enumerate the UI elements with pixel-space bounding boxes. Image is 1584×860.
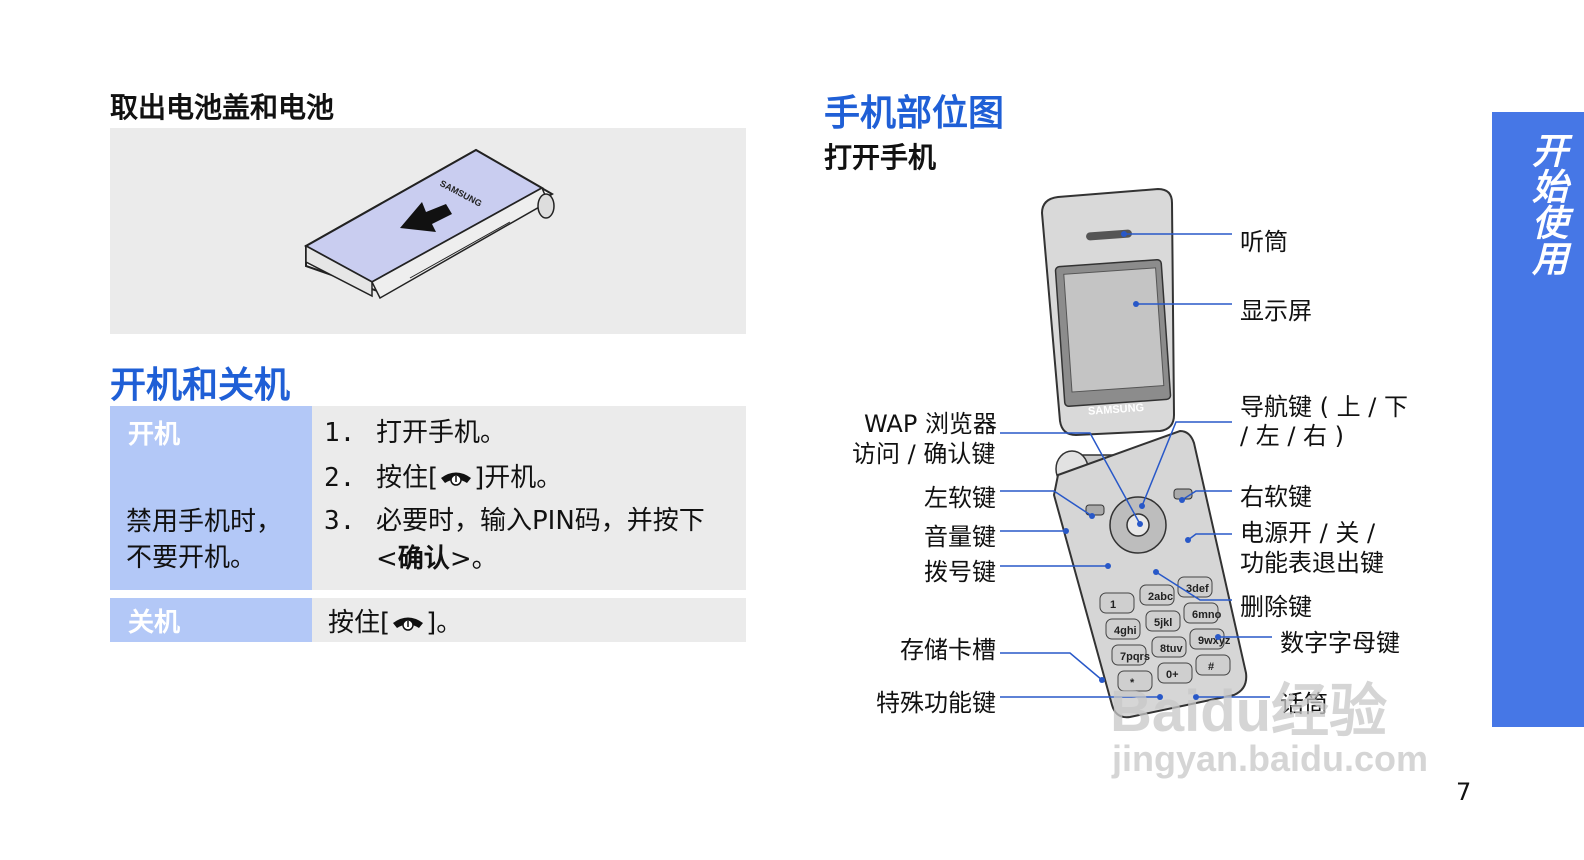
step-1-num: 1. <box>324 418 356 448</box>
power-off-post: ]。 <box>426 608 463 638</box>
power-on-title-cell: 开机 禁用手机时， 不要开机。 <box>110 406 312 590</box>
key-9: 9wxyz <box>1198 635 1231 647</box>
label-power-line1: 电源开 / 关 / <box>1240 519 1376 547</box>
power-on-steps-cell: 1. 打开手机。 2. 按住[ ]开机。 3. 必要时，输入PIN码，并按下 <确认>。 <box>312 406 746 590</box>
step-3: 3. 必要时，输入PIN码，并按下 <确认>。 <box>324 502 705 578</box>
page-number: 7 <box>1456 778 1472 806</box>
key-2: 2abc <box>1148 591 1173 603</box>
label-left-soft-key: 左软键 <box>924 484 996 512</box>
open-phone-illustration: SAMSUNG 1 2abc 3def 4ghi 5jkl 6mno 7pqrs… <box>1040 187 1248 719</box>
slide-arrow-icon <box>400 202 452 232</box>
power-on-note: 禁用手机时， 不要开机。 <box>126 504 282 576</box>
power-off-title-cell: 关机 <box>110 598 312 642</box>
key-hash: # <box>1208 661 1214 673</box>
side-tab <box>1492 112 1584 727</box>
power-on-note-line1: 禁用手机时， <box>126 507 283 537</box>
label-wap-line1: WAP 浏览器 <box>864 410 997 438</box>
side-tab-text: 开始使用 <box>1526 132 1567 276</box>
step-2-num: 2. <box>324 463 356 493</box>
key-7: 7pqrs <box>1120 651 1150 663</box>
step-3-line1: 必要时，输入PIN码，并按下 <box>376 506 705 536</box>
power-off-pre: 按住[ <box>328 608 391 638</box>
label-volume-key: 音量键 <box>924 523 996 551</box>
battery-cover-illustration: SAMSUNG <box>303 148 555 300</box>
battery-illustration-panel: SAMSUNG <box>110 128 746 334</box>
label-display: 显示屏 <box>1240 297 1312 325</box>
label-nav-line2: / 左 / 右 ) <box>1240 422 1345 450</box>
parts-heading: 手机部位图 <box>824 93 1005 134</box>
power-off-title: 关机 <box>128 608 181 638</box>
step-1: 1. 打开手机。 <box>324 412 506 449</box>
step-3-gt: >。 <box>449 544 498 574</box>
label-microphone: 话筒 <box>1280 690 1328 718</box>
power-off-cell: 按住[ ]。 <box>312 598 746 642</box>
power-heading: 开机和关机 <box>110 365 291 406</box>
step-2-post: ]开机。 <box>474 463 563 493</box>
key-8: 8tuv <box>1160 643 1184 655</box>
key-4: 4ghi <box>1114 625 1137 637</box>
power-on-title: 开机 <box>128 420 181 450</box>
step-3-confirm: 确认 <box>397 544 450 574</box>
label-nav-line1: 导航键 ( 上 / 下 <box>1240 393 1408 421</box>
step-3-lt: < <box>376 544 398 574</box>
key-1: 1 <box>1110 599 1116 611</box>
label-power-line2: 功能表退出键 <box>1240 549 1384 577</box>
phone-brand-text: SAMSUNG <box>1088 402 1145 418</box>
watermark-logo: Baidu经验 <box>1110 679 1388 744</box>
label-wap-line2: 访问 / 确认键 <box>852 440 996 468</box>
label-dial-key: 拨号键 <box>924 558 996 586</box>
battery-heading: 取出电池盖和电池 <box>110 91 335 124</box>
power-end-key-icon <box>438 464 474 494</box>
key-star: * <box>1130 677 1135 689</box>
label-delete-key: 删除键 <box>1240 593 1312 621</box>
step-2-pre: 按住[ <box>376 463 439 493</box>
step-2: 2. 按住[ ]开机。 <box>324 457 562 494</box>
watermark-url: jingyan.baidu.com <box>1112 738 1429 779</box>
label-right-soft-key: 右软键 <box>1240 483 1312 511</box>
step-1-text: 打开手机。 <box>376 418 507 448</box>
key-3: 3def <box>1186 583 1209 595</box>
open-phone-subheading: 打开手机 <box>824 141 937 174</box>
label-alnum-keys: 数字字母键 <box>1280 629 1400 657</box>
power-off-text: 按住[ ]。 <box>328 602 462 639</box>
power-end-key-icon <box>390 609 426 639</box>
step-3-num: 3. <box>324 506 356 536</box>
key-6: 6mno <box>1192 609 1222 621</box>
label-card-slot: 存储卡槽 <box>900 636 996 664</box>
label-earpiece: 听筒 <box>1240 228 1288 256</box>
power-on-note-line2: 不要开机。 <box>126 543 257 573</box>
key-0: 0+ <box>1166 669 1179 681</box>
key-5: 5jkl <box>1154 617 1172 629</box>
label-special-key: 特殊功能键 <box>876 689 996 717</box>
